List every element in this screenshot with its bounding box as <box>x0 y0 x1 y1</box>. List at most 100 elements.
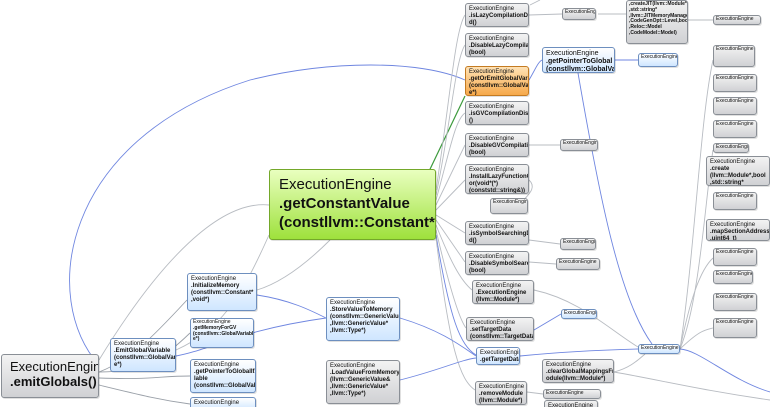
node-install-lazy-function-creator[interactable]: ExecutionEngine .InstallLazyFunctionCrea… <box>465 164 529 194</box>
node-method-label: .getConstantValue (constllvm::Constant*) <box>279 194 436 231</box>
graph-edge <box>399 317 477 357</box>
node-class-label: ExecutionEngine <box>469 69 515 75</box>
node-symbol-searching-disabled[interactable]: ExecutionEngine <box>556 258 600 270</box>
node-class-label: ExecutionEngine <box>469 136 515 142</box>
node-class-label: ExecutionEngine <box>476 283 522 289</box>
graph-edge <box>528 59 543 81</box>
node-execution-engine-ctor[interactable]: ExecutionEngine .ExecutionEngine (llvm::… <box>472 280 534 304</box>
node-method-label: .setTargetData (constllvm::TargetData*) <box>470 326 534 340</box>
node-method-label: .InitializeMemory (constllvm::Constant* … <box>191 282 254 303</box>
node-create-jit[interactable]: ,createJIT(llvm::Module* ,std::string* ,… <box>626 0 688 44</box>
node-class-label: ExecutionEngine <box>563 239 595 245</box>
graph-edge <box>435 229 467 329</box>
node-map-section-address[interactable]: ExecutionEngine .mapSectionAddress(void*… <box>706 219 770 241</box>
node-class-label: ExecutionEngine <box>114 341 160 347</box>
node-disable-gv-compilation[interactable]: ExecutionEngine .DisableGVCompilation (b… <box>465 133 529 157</box>
node-class-label: ExecutionEngine <box>641 54 678 60</box>
node-class-label: ExecutionEngine <box>330 300 376 306</box>
node-class-label: ExecutionEngine <box>469 36 515 42</box>
node-get-or-emit-global-variable[interactable]: ExecutionEngine .getOrEmitGlobalVariable… <box>465 66 529 96</box>
graph-edge <box>613 371 770 401</box>
node-remove-module[interactable]: ExecutionEngine .removeModule (llvm::Mod… <box>475 381 527 405</box>
graph-edge <box>435 144 466 206</box>
node-is-gv-compilation-disabled[interactable]: ExecutionEngine .isGVCompilationDisabled… <box>465 101 529 125</box>
node-create[interactable]: ExecutionEngine .create (llvm::Module*,b… <box>706 156 770 186</box>
graph-edge <box>526 391 544 395</box>
graph-edge <box>98 375 191 380</box>
graph-edge <box>528 261 557 265</box>
node-class-label: ExecutionEngine <box>469 6 515 12</box>
node-class-label: ExecutionEngine <box>469 224 515 230</box>
node-get-pointer-to-function[interactable]: ExecutionEngine <box>713 74 757 92</box>
node-execution-engine-bottom-2[interactable]: ExecutionEngine <box>544 400 598 407</box>
graph-edge <box>435 214 466 234</box>
node-emit-globals[interactable]: ExecutionEngine .emitGlobals() <box>1 354 99 398</box>
node-class-label: ExecutionEngine <box>191 276 237 282</box>
node-update-global-mapping[interactable]: ExecutionEngine <box>713 120 757 138</box>
node-get-memory-for-gv[interactable]: ExecutionEngine .getMemoryForGV (constll… <box>190 318 254 348</box>
node-clear-global-mappings-from-module[interactable]: ExecutionEngine .clearGlobalMappingsFrom… <box>542 359 614 383</box>
node-initialize-memory[interactable]: ExecutionEngine .InitializeMemory (const… <box>187 273 257 311</box>
graph-edge <box>435 237 476 391</box>
node-get-constant-value[interactable]: ExecutionEngine .getConstantValue (const… <box>269 169 436 240</box>
node-get-pointer-to-global[interactable]: ExecutionEngine .getPointerToGlobal (con… <box>542 47 615 73</box>
node-method-label: .create (llvm::Module*,bool ,std::string… <box>710 165 766 186</box>
node-execution-engine-ctor-right[interactable]: ExecutionEngine <box>713 293 757 311</box>
node-method-label: .isSymbolSearchingDisable d() <box>469 230 528 244</box>
node-method-label: ,createJIT(llvm::Module* ,std::string* ,… <box>629 1 688 36</box>
node-class-label: ExecutionEngine <box>279 176 392 193</box>
node-get-target-data[interactable]: ExecutionEngine .getTargetData() <box>476 347 520 365</box>
graph-edge <box>256 294 327 319</box>
node-class-label: ExecutionEngine <box>710 159 756 165</box>
node-operator-assign[interactable]: ExecutionEngine <box>713 192 757 210</box>
node-emit-global-variable[interactable]: ExecutionEngine .EmitGlobalVariable (con… <box>110 338 176 372</box>
node-method-label: .DisableSymbolSearching (bool) <box>469 260 528 274</box>
node-is-symbol-searching-disabled[interactable]: ExecutionEngine .isSymbolSearchingDisabl… <box>465 221 529 245</box>
node-get-pointer-to-global-if-available[interactable]: ExecutionEngine .getPointerToGlobalIfAva… <box>190 359 256 393</box>
node-register-jit-event-listener[interactable]: ExecutionEngine <box>713 143 749 153</box>
node-is-lazy-compilation-disabled[interactable]: ExecutionEngine .isLazyCompilationDisabl… <box>465 3 529 27</box>
node-get-global-value-at-address[interactable]: ExecutionEngine <box>713 248 757 266</box>
graph-edge <box>399 357 477 381</box>
node-class-label: ExecutionEngine <box>563 140 598 146</box>
graph-edge <box>528 13 563 16</box>
node-method-label: .DisableGVCompilation (bool) <box>469 142 529 156</box>
node-right-top[interactable]: ExecutionEngine <box>713 15 761 25</box>
graph-edge <box>435 219 466 263</box>
node-run-static-constructors[interactable]: ExecutionEngine <box>713 45 755 67</box>
node-class-label: ExecutionEngine <box>548 403 594 407</box>
node-lazy-function-creator[interactable]: ExecutionEngine <box>560 238 596 250</box>
node-get-pointer-to-function-or-stub[interactable]: ExecutionEngine <box>638 53 678 67</box>
node-compiling-lazily[interactable]: ExecutionEngine <box>562 8 596 20</box>
graph-edge <box>533 313 562 331</box>
graph-edge <box>529 0 541 6</box>
node-method-label: .getOrEmitGlobalVariable (constllvm::Glo… <box>469 75 529 96</box>
node-engine-builder[interactable]: ExecutionEngine <box>713 270 753 284</box>
node-class-label: ExecutionEngine <box>493 199 528 205</box>
node-load-value-from-memory[interactable]: ExecutionEngine .LoadValueFromMemory (ll… <box>326 360 400 404</box>
node-deregister-jit-event[interactable]: ExecutionEngine <box>713 318 757 338</box>
node-method-label: .mapSectionAddress(void* ,uint64_t) <box>710 228 770 241</box>
node-method-label: .getPointerToGlobalIfAvai lable (constll… <box>194 368 256 389</box>
node-set-target-data[interactable]: ExecutionEngine .setTargetData (constllv… <box>466 317 534 341</box>
node-execution-engine-modules[interactable]: ExecutionEngine <box>543 389 601 399</box>
graph-edge <box>528 239 561 245</box>
node-get-pointer-to-named-function[interactable]: ExecutionEngine <box>490 198 528 214</box>
graph-edge <box>435 44 466 196</box>
node-disable-lazy-compilation[interactable]: ExecutionEngine .DisableLazyCompilation … <box>465 33 529 57</box>
node-class-label: ExecutionEngine <box>716 319 754 325</box>
node-gv-compilation-disabled[interactable]: ExecutionEngine <box>560 139 598 151</box>
node-class-label: ExecutionEngine <box>10 359 99 374</box>
node-disable-symbol-searching[interactable]: ExecutionEngine .DisableSymbolSearching … <box>465 251 529 275</box>
node-right-hub[interactable]: ExecutionEngine <box>638 344 680 354</box>
node-class-label: ExecutionEngine <box>194 362 240 368</box>
node-class-label: ExecutionEngine <box>330 363 376 369</box>
node-execution-engine-td[interactable]: ExecutionEngine <box>561 309 597 319</box>
node-class-label: ExecutionEngine <box>716 121 754 127</box>
node-store-value-to-memory[interactable]: ExecutionEngine .StoreValueToMemory (con… <box>326 297 400 341</box>
node-add-global-mapping[interactable]: ExecutionEngine <box>713 97 757 115</box>
node-execution-engine-bottom[interactable]: ExecutionEngine <box>190 397 256 407</box>
node-class-label: ExecutionEngine <box>716 249 754 255</box>
node-method-label: .ExecutionEngine (llvm::Module*) <box>476 289 527 303</box>
node-method-label: .isGVCompilationDisabled () <box>469 110 529 124</box>
